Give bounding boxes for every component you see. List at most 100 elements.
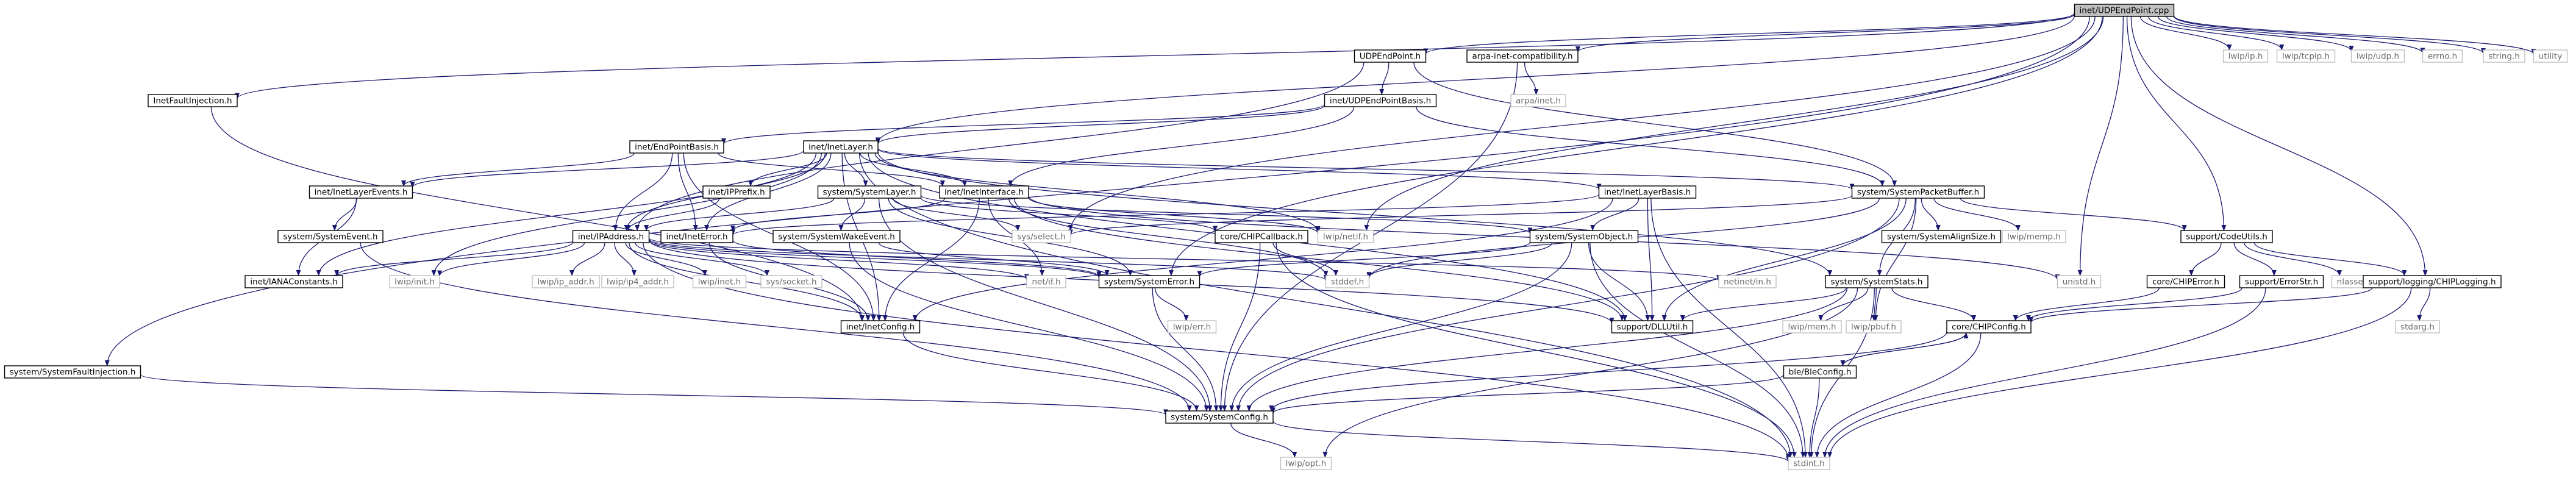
node-systemconfig[interactable]: system/SystemConfig.h (1165, 410, 1274, 424)
edge-udpendpointbasis-to-inetinterface (1008, 106, 1355, 187)
node-box (760, 275, 822, 288)
node-lwip-udp: lwip/udp.h (2350, 49, 2405, 63)
node-label: unistd.h (2063, 277, 2096, 287)
node-box (692, 275, 747, 288)
node-systemobject[interactable]: system/SystemObject.h (1529, 230, 1639, 243)
edge-systemlayer-to-systemerror (888, 198, 1133, 276)
node-box (1611, 320, 1694, 334)
node-label: inet/IPPrefix.h (708, 188, 765, 198)
node-systemfaultinjection[interactable]: system/SystemFaultInjection.h (4, 365, 141, 379)
edge-chipconfig-to-stdint (1814, 332, 1982, 458)
edge-inetlayer-to-ianaconstants (316, 152, 817, 276)
node-chipconfig[interactable]: core/CHIPConfig.h (1946, 320, 2032, 334)
node-udpendpointbasis[interactable]: inet/UDPEndPointBasis.h (1324, 94, 1437, 107)
edge-ipaddress-to-lwip_init (437, 242, 585, 277)
node-systemerror[interactable]: system/SystemError.h (1098, 275, 1201, 288)
node-label: system/SystemPacketBuffer.h (1857, 188, 1979, 198)
node-box (840, 320, 921, 334)
edge-inetfaultinjection-to-inetconfig (210, 106, 865, 321)
node-codeutils[interactable]: support/CodeUtils.h (2180, 230, 2273, 243)
node-lwip-opt: lwip/opt.h (1280, 457, 1332, 470)
node-udpendpoint-h[interactable]: UDPEndPoint.h (1354, 49, 1427, 63)
node-lwip-inet: lwip/inet.h (692, 275, 747, 288)
node-netinet-in: netinet/in.h (1718, 275, 1777, 288)
node-box (1098, 275, 1201, 288)
node-endpointbasis[interactable]: inet/EndPointBasis.h (629, 140, 724, 154)
node-label: stdarg.h (2400, 323, 2435, 332)
edge-inetlayer-to-systemstats (877, 151, 1832, 276)
node-box (148, 94, 238, 107)
node-root[interactable]: inet/UDPEndPoint.cpp (2074, 4, 2175, 17)
node-box (939, 185, 1029, 199)
edge-inetinterface-to-dlllutil (1013, 198, 1625, 321)
node-box (244, 275, 343, 288)
node-errorstr[interactable]: support/ErrorStr.h (2239, 275, 2324, 288)
node-inetfaultinjection[interactable]: InetFaultInjection.h (148, 94, 238, 107)
node-inetconfig[interactable]: inet/InetConfig.h (840, 320, 921, 334)
node-alignsize[interactable]: system/SystemAlignSize.h (1881, 230, 2002, 243)
node-box (2180, 230, 2273, 243)
edge-bleconfig-to-stdint (1807, 377, 1820, 458)
edge-endpointbasis-to-ipaddress (613, 152, 673, 231)
node-chiplogging[interactable]: support/logging/CHIPLogging.h (2363, 275, 2502, 288)
node-systemstats[interactable]: system/SystemStats.h (1825, 275, 1928, 288)
node-inetlayer[interactable]: inet/InetLayer.h (803, 140, 879, 154)
node-systemevent[interactable]: system/SystemEvent.h (277, 230, 384, 243)
node-arpa-compat[interactable]: arpa-inet-compatibility.h (1466, 49, 1579, 63)
edge-inetlayerevents-to-systemevent (332, 198, 357, 231)
edge-systemstats-to-lwip_mem (1818, 287, 1869, 321)
node-dlllutil[interactable]: support/DLLUtil.h (1611, 320, 1694, 334)
edge-inetlayerbasis-to-ineterror (730, 194, 1600, 236)
edge-inetlayer-to-lwip_init (431, 152, 822, 276)
node-inetlayerevents[interactable]: inet/InetLayerEvents.h (309, 185, 413, 199)
node-ipaddress[interactable]: inet/IPAddress.h (572, 230, 650, 243)
node-string-h: string.h (2483, 49, 2525, 63)
node-box (1846, 320, 1902, 334)
edge-ipaddress-to-stddef (648, 238, 1329, 281)
node-label: inet/UDPEndPointBasis.h (1330, 96, 1431, 106)
node-box (2239, 275, 2324, 288)
edge-packetbuffer-to-lwip_pbuf (1873, 198, 1917, 321)
node-lwip-ip: lwip/ip.h (2222, 49, 2269, 63)
edge-systemlayer-to-wakeevent (838, 198, 866, 231)
node-systemlayer[interactable]: system/SystemLayer.h (817, 185, 922, 199)
edge-packetbuffer-to-lwip_memp (1933, 198, 2021, 231)
node-packetbuffer[interactable]: system/SystemPacketBuffer.h (1851, 185, 1985, 199)
edge-ipaddress-to-lwip_ip_addr (569, 242, 605, 276)
node-box (1529, 230, 1639, 243)
node-label: inet/InetLayerEvents.h (315, 188, 408, 198)
node-box (2146, 275, 2225, 288)
node-errno-h: errno.h (2422, 49, 2463, 63)
node-label: net/if.h (1032, 277, 1060, 287)
node-inetlayerbasis[interactable]: inet/InetLayerBasis.h (1598, 185, 1697, 199)
edge-arpa_compat-to-arpa_inet (1524, 62, 1539, 95)
edge-ipaddress-to-net_if (648, 240, 1029, 280)
node-lwip-netif: lwip/netif.h (1317, 230, 1374, 243)
edge-root-to-chiplogging (2130, 16, 2428, 276)
node-box (532, 275, 600, 288)
node-chipcallback[interactable]: core/CHIPCallback.h (1215, 230, 1308, 243)
node-chiperror[interactable]: core/CHIPError.h (2146, 275, 2225, 288)
node-ipprefix[interactable]: inet/IPPrefix.h (702, 185, 771, 199)
edge-root-to-udpendpoint_h (1423, 13, 2075, 55)
edge-inetlayer-to-packetbuffer (877, 148, 1855, 190)
node-bleconfig[interactable]: ble/BleConfig.h (1783, 365, 1857, 379)
node-label: lwip/pbuf.h (1851, 323, 1896, 332)
node-wakeevent[interactable]: system/SystemWakeEvent.h (772, 230, 901, 243)
node-box (2276, 49, 2336, 63)
node-inetinterface[interactable]: inet/InetInterface.h (939, 185, 1029, 199)
node-label: sys/socket.h (766, 277, 816, 287)
node-label: support/CodeUtils.h (2186, 232, 2267, 242)
node-ianaconstants[interactable]: inet/IANAConstants.h (244, 275, 343, 288)
node-label: core/CHIPError.h (2152, 277, 2219, 287)
node-stdint: stdint.h (1788, 457, 1830, 470)
edge-bleconfig-to-chipconfig (1842, 332, 1969, 366)
edge-inetlayerbasis-to-dlllutil (1647, 198, 1655, 321)
edge-inetlayerbasis-to-stdint (1650, 198, 1808, 458)
edge-chiplogging-to-chipconfig (2028, 287, 2373, 323)
node-box (1466, 49, 1579, 63)
edge-packetbuffer-to-codeutils (1960, 198, 2187, 231)
node-ineterror[interactable]: inet/InetError.h (660, 230, 733, 243)
node-lwip-pbuf: lwip/pbuf.h (1846, 320, 1902, 334)
edge-wakeevent-to-systemconfig (849, 242, 1209, 412)
